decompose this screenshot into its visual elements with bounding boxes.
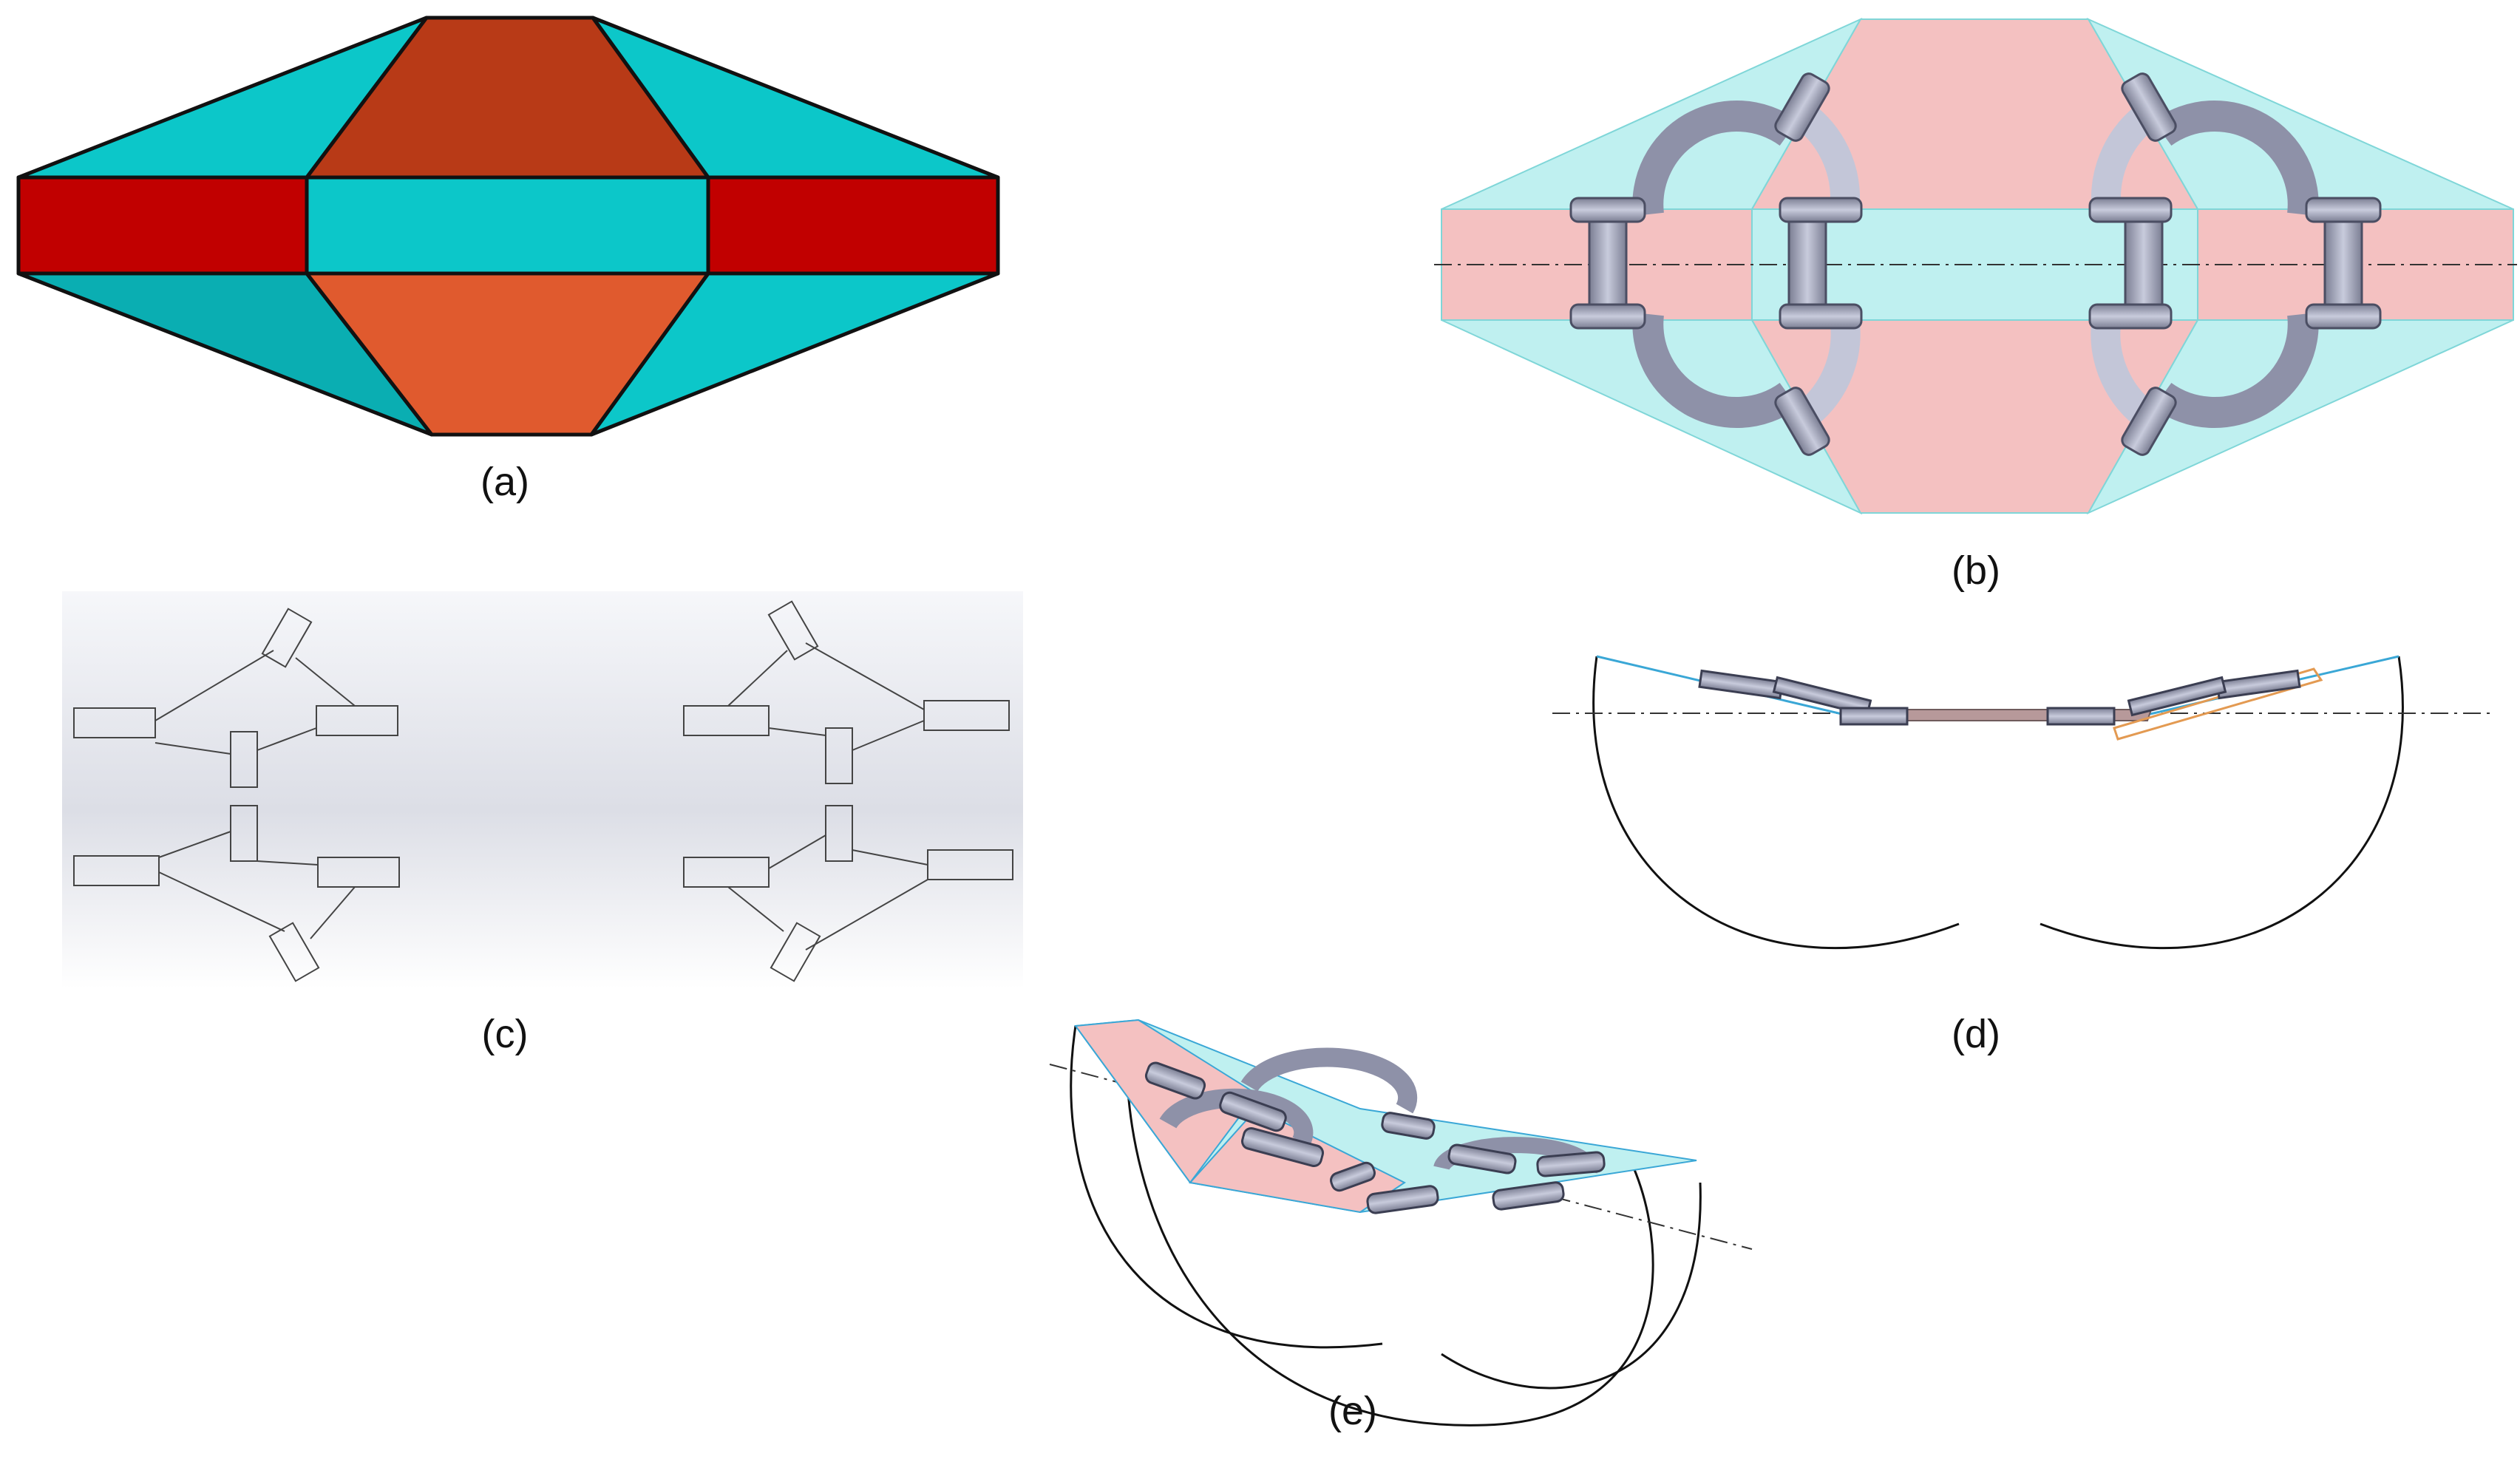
panel-c-left-link-2 (295, 657, 356, 707)
panel-a-center-cyan-band (305, 175, 710, 276)
panel-b-left-linkage (1569, 72, 1863, 456)
panel-b-right-cyl-3 (2088, 197, 2173, 223)
panel-c-right-box-1 (683, 705, 770, 736)
panel-b-caption: (b) (1952, 548, 2000, 593)
panel-c-left-link-5 (158, 831, 231, 858)
panel-d-right-link-1 (2215, 669, 2301, 700)
panel-b-left-cyl-1 (1569, 197, 1646, 223)
panel-c-right-link-3 (768, 727, 826, 736)
panel-b-right-outer-lower-arc (2091, 315, 2154, 426)
panel-b-left-cyl-2 (1569, 303, 1646, 330)
panel-b-right-inner-vertical-link (2124, 209, 2164, 316)
panel-c-right-box-2 (683, 857, 770, 888)
panel-b-right-upper-arc-link (2153, 101, 2319, 217)
panel-e-cyl-1 (1144, 1061, 1206, 1100)
panel-d-left-arc (1592, 656, 1960, 950)
panel-b-left-cyl-top (1774, 72, 1830, 142)
panel-d-right-link-3 (2046, 707, 2116, 726)
panel-c-left-box-5 (230, 731, 258, 788)
panel-c-right-box-5 (825, 727, 853, 784)
panel-e-cyl-3 (1240, 1126, 1325, 1168)
panel-c-left-box-1 (73, 707, 156, 738)
panel-b-right-cyl-bottom (2121, 387, 2177, 456)
panel-c-wireframe-view (62, 591, 1023, 989)
panel-b-right-cyl-2 (2305, 303, 2382, 330)
panel-e-cyl-4 (1381, 1112, 1436, 1140)
panel-c-left-link-3 (154, 742, 231, 755)
panel-c-left-box-2 (73, 855, 160, 886)
panel-a-crease-pattern (16, 16, 1000, 437)
panel-c-caption: (c) (481, 1012, 529, 1056)
panel-c-right-link-2 (805, 642, 925, 710)
panel-b-mechanism-top-view (1434, 17, 2517, 515)
panel-c-right-link-8 (805, 879, 928, 951)
panel-c-left-link-1 (154, 650, 274, 721)
panel-c-right-link-7 (727, 886, 784, 932)
panel-b-left-cyl-bottom (1774, 387, 1830, 456)
panel-b-left-outer-vertical-link (1588, 209, 1628, 316)
panel-c-right-wireframe (683, 600, 1013, 982)
panel-d-left-link-1 (1698, 669, 1784, 700)
panel-b-right-lower-arc-link (2153, 312, 2319, 428)
panel-d-right-link-2 (2127, 676, 2227, 717)
panel-d-right-arc (2040, 656, 2404, 950)
panel-b-left-cyl-3 (1779, 197, 1863, 223)
panel-b-left-inner-vertical-link (1787, 209, 1827, 316)
panel-b-right-cyl-top (2121, 72, 2177, 142)
panel-c-left-link-7 (158, 871, 285, 932)
panel-a-right-red-band (706, 175, 1000, 276)
panel-c-left-box-4 (317, 857, 400, 888)
panel-c-right-link-5 (768, 834, 826, 869)
panel-b-right-cyl-1 (2305, 197, 2382, 223)
panel-c-left-box-3 (316, 705, 398, 736)
panel-e-outer-arc-2 (1125, 1023, 1654, 1427)
panel-b-right-outer-vertical-link (2323, 209, 2363, 316)
panel-e-cyl-5 (1447, 1143, 1517, 1174)
panel-a-caption: (a) (480, 460, 529, 504)
panel-e-cyl-2 (1219, 1091, 1287, 1132)
panel-e-arc-link-1 (1240, 1047, 1418, 1114)
panel-b-bottom-trapezoid (1750, 319, 2199, 514)
panel-e-cyl-9 (1330, 1161, 1376, 1192)
panel-a-bottom-trapezoid (305, 271, 710, 437)
panel-c-left-wireframe (73, 608, 400, 982)
panel-b-right-linkage (2088, 72, 2382, 456)
panel-a-left-red-band (16, 175, 309, 276)
panel-b-left-lower-arc-link (1632, 312, 1799, 428)
panel-e-outer-arc-1 (1070, 1025, 1383, 1349)
panel-c-right-box-6 (825, 805, 853, 862)
panel-c-right-link-6 (852, 849, 928, 866)
panel-b-left-upper-arc-link (1632, 101, 1799, 217)
panel-c-right-box-top (767, 600, 819, 661)
panel-e-cyl-6 (1536, 1151, 1606, 1177)
panel-d-left-links (1698, 669, 1909, 726)
panel-c-left-link-8 (310, 886, 356, 939)
panel-b-left-outer-lower-arc (1797, 315, 1861, 426)
panel-c-right-box-bottom (770, 922, 821, 982)
panel-e-cyl-8 (1492, 1181, 1565, 1211)
panel-b-right-cyl-4 (2088, 303, 2173, 330)
panel-b-left-cyl-4 (1779, 303, 1863, 330)
panel-d-caption: (d) (1952, 1012, 2000, 1056)
panel-e-cyl-7 (1366, 1185, 1439, 1214)
panel-c-left-link-6 (257, 860, 319, 866)
panel-d-right-links (2046, 669, 2301, 726)
panel-d-side-view (1552, 655, 2491, 950)
panel-d-left-link-3 (1839, 707, 1909, 726)
panel-e-outer-arc-3 (1441, 1182, 1702, 1390)
panel-e-linkage (1144, 1047, 1606, 1214)
panel-c-left-link-4 (257, 727, 317, 751)
panel-c-left-box-top (261, 608, 313, 668)
panel-e-isometric-view (1049, 1019, 1753, 1427)
panel-c-background (62, 591, 1023, 989)
panel-c-right-link-1 (727, 650, 788, 707)
panel-c-left-box-6 (230, 805, 258, 862)
panel-c-right-box-3 (923, 700, 1010, 731)
panel-c-right-link-4 (852, 720, 925, 751)
panel-e-caption: (e) (1328, 1389, 1377, 1433)
